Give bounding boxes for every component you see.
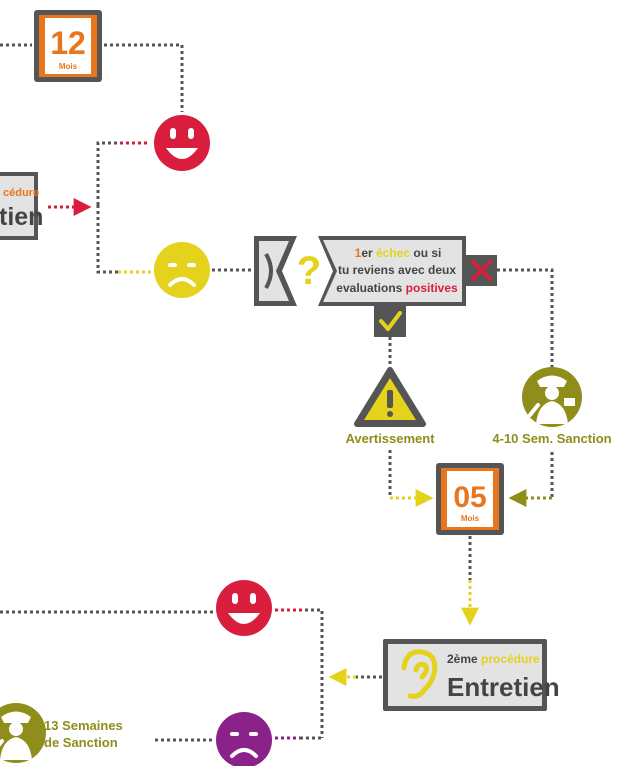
condition-line-2: tu reviens avec deux	[338, 263, 456, 277]
warning-label: Avertissement	[345, 431, 435, 446]
sanction-bottom-line-2: de Sanction	[44, 735, 118, 750]
connector-timer-top-to-happy	[104, 43, 184, 112]
connector-branch-sad	[96, 205, 118, 274]
connector-cross-to-sanction	[497, 268, 554, 368]
timer-top-unit: Mois	[59, 62, 78, 71]
procedure-2-word-main: Entretien	[447, 672, 560, 702]
timer-top-number: 12	[50, 25, 86, 61]
procedure-1-word-top: cédure	[3, 187, 39, 199]
question-mark-icon: ?	[297, 249, 321, 293]
sanction-bottom-line-1: 13 Semaines	[44, 718, 123, 733]
connector-branch-happy	[96, 141, 120, 205]
cross-icon	[466, 255, 497, 286]
procedure-1-word-main: tien	[0, 203, 43, 231]
procedure-2-box: 2ème procédure Entretien	[383, 639, 560, 711]
happy-face-2-icon	[216, 580, 272, 636]
ear-icon	[401, 649, 438, 699]
procedure-1-box: cédure tien	[0, 172, 43, 240]
sad-face-purple-icon	[216, 712, 272, 766]
timer-box-5-months: 05 Mois	[436, 463, 504, 535]
sad-face-icon	[154, 242, 210, 298]
question-block: ? 1er échec ou si tu reviens avec deux e…	[254, 236, 466, 306]
police-officer-icon	[522, 367, 582, 427]
sanction-mid-label: 4-10 Sem. Sanction	[492, 431, 611, 446]
connector-happy2-to-branch	[305, 608, 324, 738]
condition-line-3: evaluations positives	[336, 281, 458, 295]
timer-box-12-months: 12 Mois	[34, 10, 102, 82]
condition-line-1: 1er échec ou si	[355, 246, 442, 260]
police-officer-bottom-icon	[0, 703, 46, 763]
happy-face-icon	[154, 115, 210, 171]
warning-icon	[354, 367, 426, 427]
timer-mid-unit: Mois	[461, 514, 480, 523]
procedure-2-word-top: 2ème procédure	[447, 652, 540, 666]
connectors	[0, 43, 554, 742]
timer-mid-number: 05	[453, 481, 486, 514]
check-icon	[374, 306, 406, 337]
